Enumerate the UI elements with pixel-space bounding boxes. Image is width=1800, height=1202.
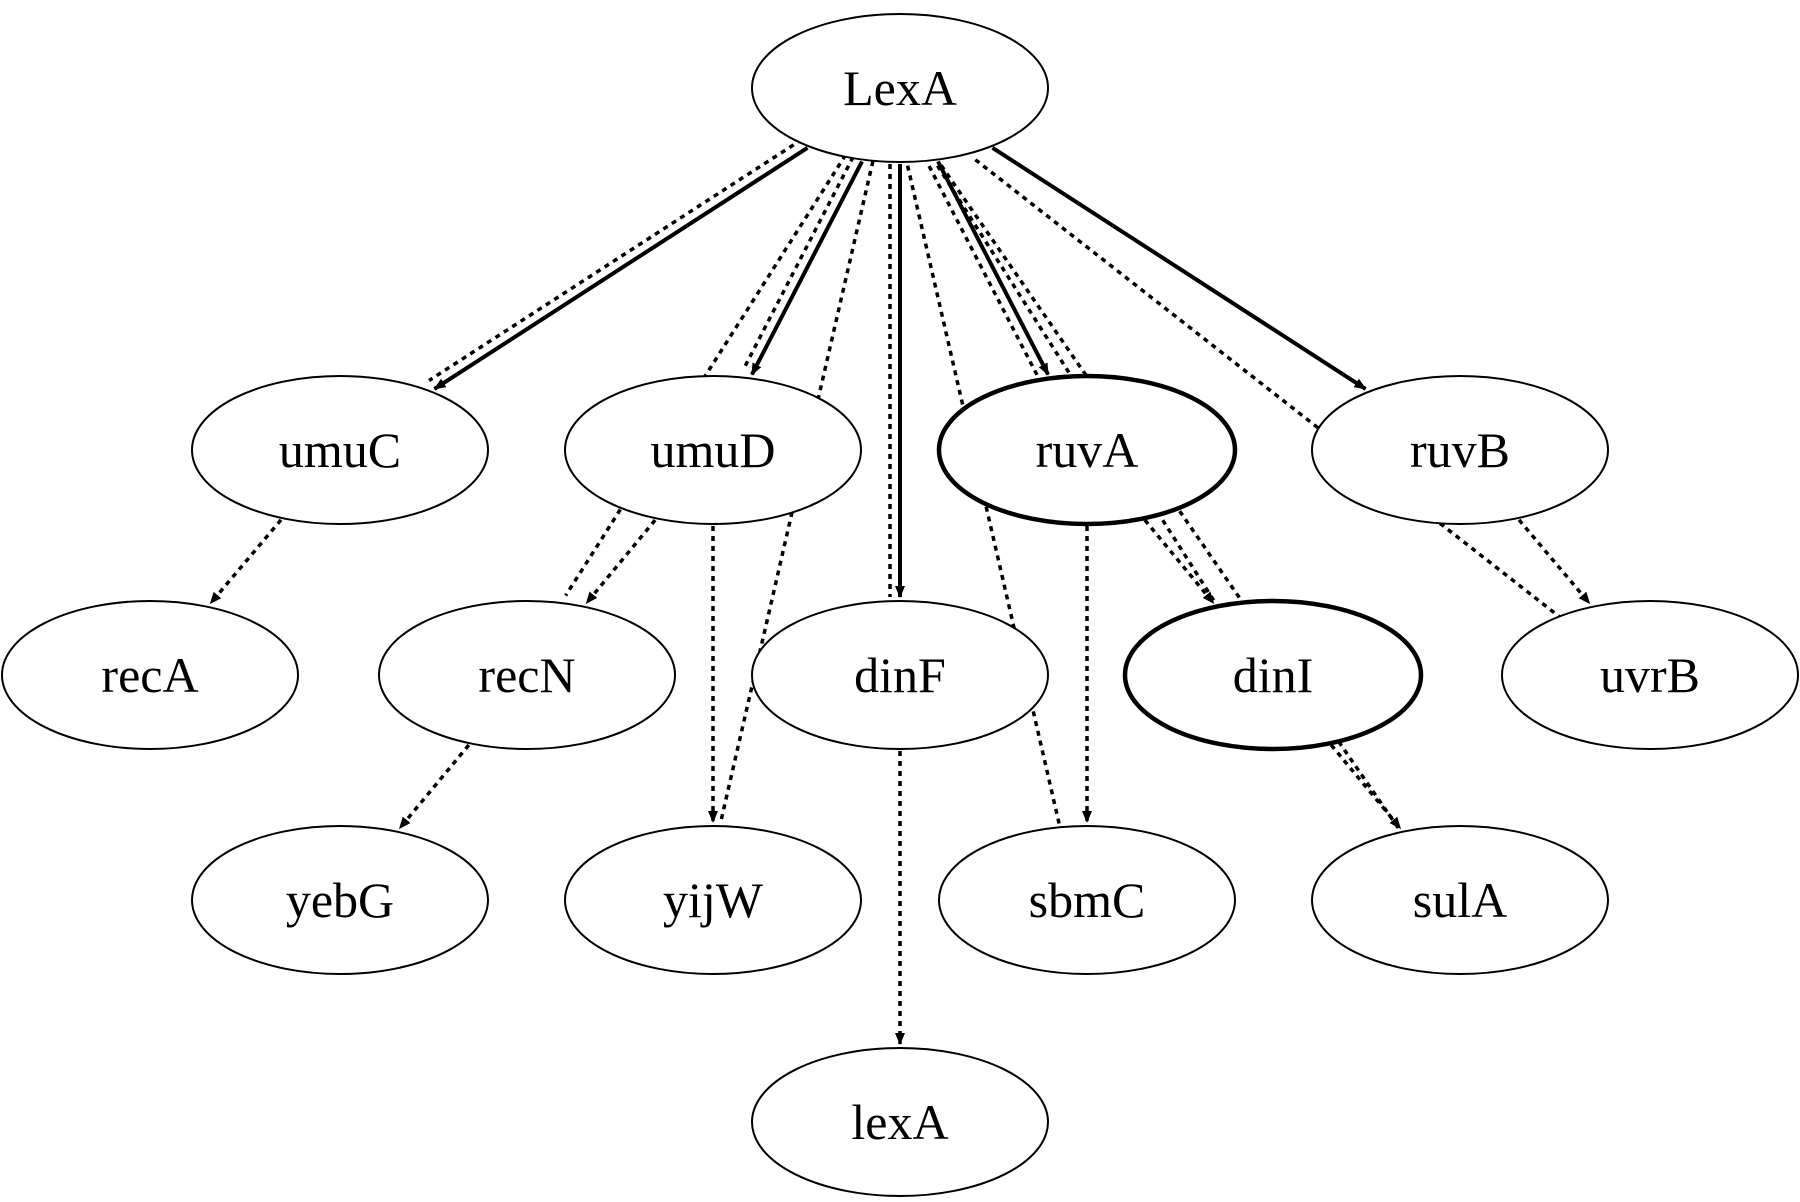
node-ellipse bbox=[564, 825, 862, 975]
node-ruva: ruvA bbox=[936, 373, 1238, 527]
node-label: LexA bbox=[843, 60, 957, 116]
edge-dini-to-sula-dotted bbox=[1329, 743, 1402, 830]
node-label: dinF bbox=[854, 647, 946, 703]
node-sula: sulA bbox=[1311, 825, 1609, 975]
node-sbmc: sbmC bbox=[938, 825, 1236, 975]
node-label: recN bbox=[478, 647, 575, 703]
node-label: uvrB bbox=[1600, 647, 1700, 703]
node-ellipse bbox=[1311, 375, 1609, 525]
node-label: yijW bbox=[663, 872, 764, 928]
node-yijw: yijW bbox=[564, 825, 862, 975]
edge-umud-to-recn-dotted bbox=[585, 518, 657, 605]
node-reca: recA bbox=[1, 600, 299, 750]
edge-umuc-to-reca-dotted bbox=[209, 518, 283, 605]
node-ellipse bbox=[936, 373, 1238, 527]
edge-lexa-to-ruva-solid bbox=[936, 160, 1050, 376]
node-ellipse bbox=[1311, 825, 1609, 975]
node-ellipse bbox=[751, 600, 1049, 750]
node-ellipse bbox=[938, 825, 1236, 975]
node-label: sulA bbox=[1413, 872, 1507, 928]
node-dini: dinI bbox=[1122, 598, 1424, 752]
node-label: ruvB bbox=[1410, 422, 1510, 478]
node-ellipse bbox=[564, 375, 862, 525]
edge-lexa-to-umuc-solid bbox=[433, 146, 809, 391]
node-label: sbmC bbox=[1029, 872, 1146, 928]
node-ruvb: ruvB bbox=[1311, 375, 1609, 525]
edge-ruvb-to-uvrb-dotted bbox=[1517, 518, 1591, 605]
node-lexa2: lexA bbox=[751, 1047, 1049, 1197]
node-ellipse bbox=[1122, 598, 1424, 752]
edge-recn-to-yebg-dotted bbox=[398, 743, 471, 830]
node-yebg: yebG bbox=[191, 825, 489, 975]
node-label: yebG bbox=[286, 872, 394, 928]
node-label: umuD bbox=[651, 422, 776, 478]
node-label: umuC bbox=[279, 422, 401, 478]
node-label: lexA bbox=[851, 1094, 948, 1150]
node-lexa: LexA bbox=[751, 13, 1049, 163]
edge-lexa-to-umud-dotted bbox=[741, 156, 855, 371]
node-ellipse bbox=[751, 1047, 1049, 1197]
node-umuc: umuC bbox=[191, 375, 489, 525]
nodes-layer: LexA umuC umuD ruvA ruvB recA recN dinF dinI uvrB… bbox=[1, 13, 1799, 1197]
node-ellipse bbox=[751, 13, 1049, 163]
node-label: dinI bbox=[1233, 647, 1314, 703]
node-recn: recN bbox=[378, 600, 676, 750]
edge-lexa-to-uvrb-dotted bbox=[974, 158, 1562, 619]
node-uvrb: uvrB bbox=[1501, 600, 1799, 750]
node-dinf: dinF bbox=[751, 600, 1049, 750]
node-ellipse bbox=[1501, 600, 1799, 750]
edge-lexa-to-yijw-dotted bbox=[719, 160, 875, 821]
node-label: ruvA bbox=[1036, 422, 1139, 478]
edge-lexa-to-umuc-dotted bbox=[428, 137, 803, 382]
edge-lexa-to-umud-solid bbox=[750, 160, 864, 376]
edge-lexa-to-sbmc-dotted bbox=[905, 165, 1062, 826]
node-ellipse bbox=[191, 375, 489, 525]
edge-ruva-to-dini-dotted bbox=[1143, 518, 1215, 605]
node-umud: umuD bbox=[564, 375, 862, 525]
node-ellipse bbox=[378, 600, 676, 750]
node-ellipse bbox=[191, 825, 489, 975]
node-ellipse bbox=[1, 600, 299, 750]
edge-lexa-to-ruvb-solid bbox=[991, 146, 1367, 391]
node-label: recA bbox=[101, 647, 198, 703]
